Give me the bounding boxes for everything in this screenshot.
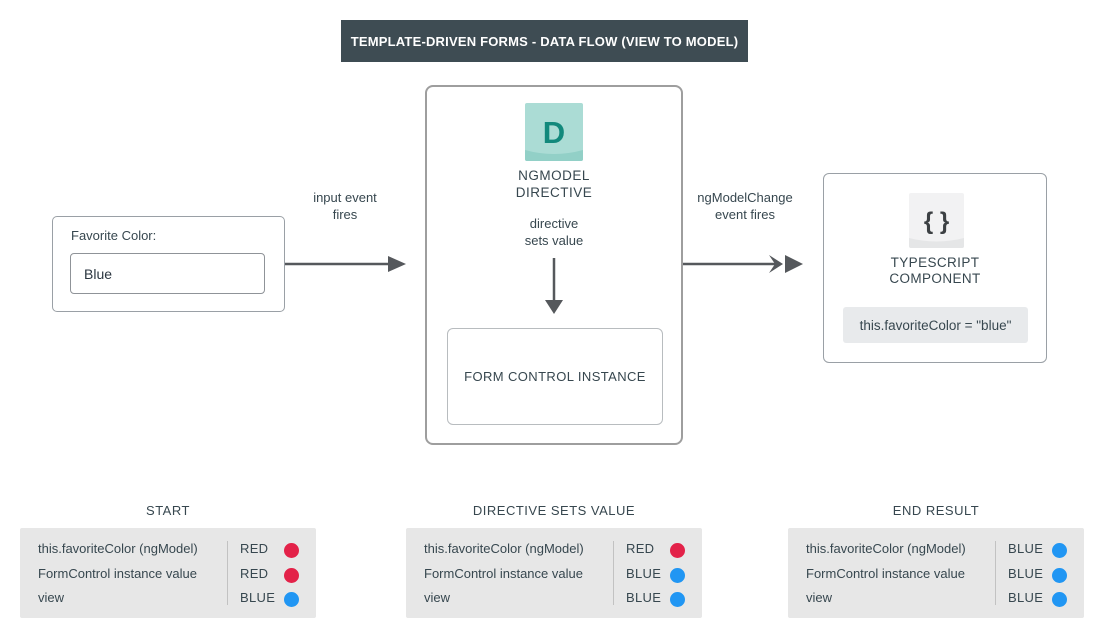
favorite-color-label: Favorite Color: [71, 228, 157, 243]
state-table-directive-sets-value: this.favoriteColor (ngModel) RED FormCon… [406, 528, 702, 618]
table-row: view BLUE [20, 590, 316, 610]
state-color-dot [670, 592, 685, 607]
table-divider [995, 541, 996, 605]
braces-icon: { } [909, 193, 964, 248]
state-color-dot [284, 592, 299, 607]
favorite-color-input[interactable] [70, 253, 265, 294]
directive-d-icon: D [525, 103, 583, 161]
state-color-dot [284, 543, 299, 558]
typescript-component-box: { } TYPESCRIPT COMPONENT this.favoriteCo… [823, 173, 1047, 363]
state-title-directive-sets-value: DIRECTIVE SETS VALUE [472, 503, 636, 518]
directive-name: NGMODEL DIRECTIVE [515, 168, 593, 200]
table-divider [613, 541, 614, 605]
input-event-label: input event fires [313, 190, 377, 222]
table-row: view BLUE [788, 590, 1084, 610]
form-control-instance-box: FORM CONTROL INSTANCE [447, 328, 663, 425]
state-table-start: this.favoriteColor (ngModel) RED FormCon… [20, 528, 316, 618]
state-color-dot [1052, 592, 1067, 607]
state-title-start: START [146, 503, 190, 518]
form-control-instance-label: FORM CONTROL INSTANCE [464, 369, 646, 384]
component-name: TYPESCRIPT COMPONENT [889, 255, 981, 286]
state-color-dot [1052, 568, 1067, 583]
component-code: this.favoriteColor = "blue" [859, 317, 1012, 333]
diagram-title-bar: TEMPLATE-DRIVEN FORMS - DATA FLOW (VIEW … [341, 20, 748, 62]
table-row: this.favoriteColor (ngModel) RED [406, 541, 702, 561]
table-row: view BLUE [406, 590, 702, 610]
table-row: FormControl instance value BLUE [788, 566, 1084, 586]
state-color-dot [284, 568, 299, 583]
ngmodelchange-event-label: ngModelChange event fires [697, 190, 793, 222]
table-row: FormControl instance value RED [20, 566, 316, 586]
flow-arrow-right-icon [285, 256, 406, 272]
svg-text:D: D [543, 115, 565, 150]
state-color-dot [670, 543, 685, 558]
flow-arrow-down-icon [545, 258, 563, 314]
table-row: this.favoriteColor (ngModel) RED [20, 541, 316, 561]
table-row: FormControl instance value BLUE [406, 566, 702, 586]
table-divider [227, 541, 228, 605]
directive-action: directive sets value [524, 216, 584, 248]
component-code-chip: this.favoriteColor = "blue" [843, 307, 1028, 343]
flow-arrow-double-right-icon [683, 255, 803, 273]
favorite-color-form-box: Favorite Color: [52, 216, 285, 312]
svg-text:{ }: { } [924, 208, 949, 235]
table-row: this.favoriteColor (ngModel) BLUE [788, 541, 1084, 561]
state-color-dot [1052, 543, 1067, 558]
diagram-title: TEMPLATE-DRIVEN FORMS - DATA FLOW (VIEW … [350, 33, 739, 49]
state-title-end-result: END RESULT [892, 503, 980, 518]
ngmodel-directive-box: D NGMODEL DIRECTIVE directive sets value… [425, 85, 683, 445]
state-color-dot [670, 568, 685, 583]
state-table-end-result: this.favoriteColor (ngModel) BLUE FormCo… [788, 528, 1084, 618]
